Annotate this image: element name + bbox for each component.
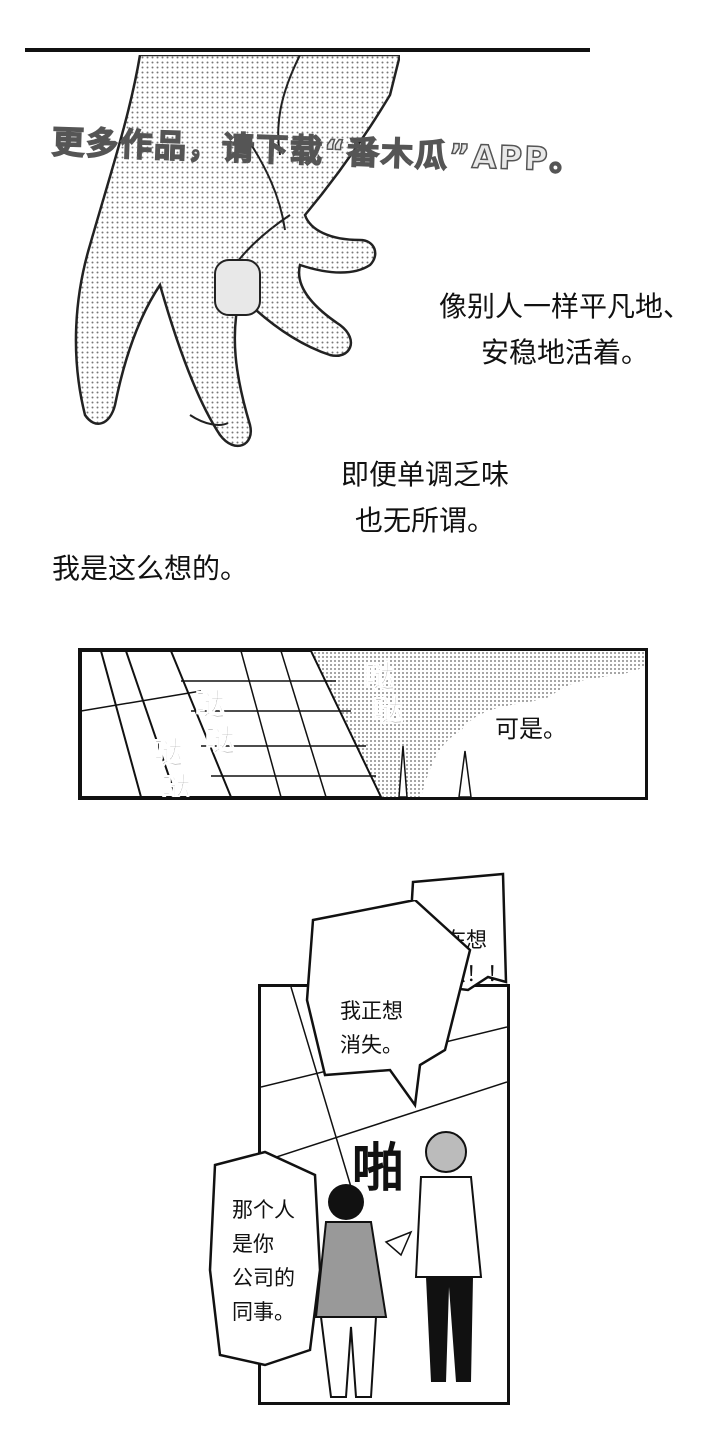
speech-bubble-2-text: 我正想 消失。 xyxy=(340,994,403,1062)
slap-sfx: 啪 xyxy=(352,1139,404,1199)
bubble-line: 那个人 xyxy=(232,1198,295,1222)
narration-line: 像别人一样平凡地、 xyxy=(438,290,691,323)
panel-caption: 可是。 xyxy=(495,715,567,743)
bubble-line: 同事。 xyxy=(232,1300,295,1324)
bubble-line: 消失。 xyxy=(340,1033,403,1057)
narration-line: 安稳地活着。 xyxy=(480,336,649,369)
panel-corridor: 哒 哒 哒 哒 哒 哒 可是。 xyxy=(78,648,648,800)
footstep-sfx: 哒 xyxy=(205,724,236,759)
corridor-illustration xyxy=(81,651,645,797)
footstep-sfx: 哒 xyxy=(365,660,396,695)
footstep-sfx: 哒 xyxy=(373,694,404,729)
narration-line-3: 我是这么想的。 xyxy=(52,552,249,585)
speech-bubble-2 xyxy=(305,900,472,1109)
narration-line: 也无所谓。 xyxy=(354,504,495,537)
speech-bubble-3 xyxy=(208,1150,322,1367)
narration-block-2: 即便单调乏味 也无所谓。 xyxy=(315,452,535,544)
speech-bubble-3-text: 那个人 是你 公司的 同事。 xyxy=(232,1193,295,1329)
footstep-sfx: 哒 xyxy=(195,688,226,723)
bubble-line: 公司的 xyxy=(232,1266,295,1290)
bubble-line: 是你 xyxy=(232,1232,274,1256)
narration-block-1: 像别人一样平凡地、 安稳地活着。 xyxy=(415,284,715,376)
top-divider-line xyxy=(25,48,590,52)
narration-line: 即便单调乏味 xyxy=(340,458,509,491)
footstep-sfx: 哒 xyxy=(153,736,184,771)
hand-illustration xyxy=(74,55,400,447)
bubble-line: 我正想 xyxy=(340,999,403,1023)
footstep-sfx: 哒 xyxy=(161,772,192,800)
